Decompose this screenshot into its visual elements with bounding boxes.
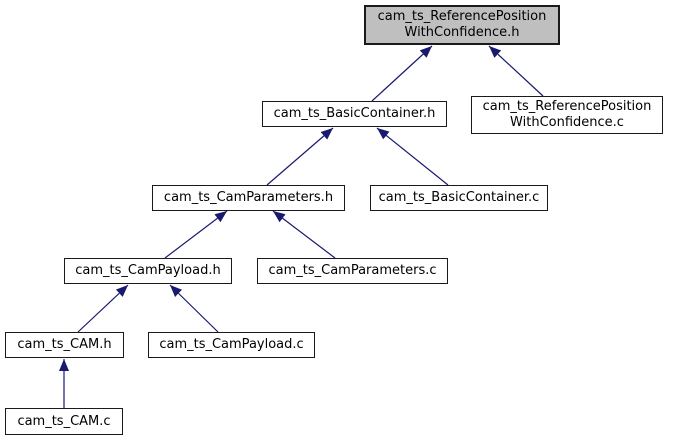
edges-group <box>59 45 544 408</box>
node-cam_ts_ReferencePositionWithConfidence-h: cam_ts_ReferencePosition WithConfidence.… <box>364 5 560 45</box>
node-cam_ts_BasicContainer-c[interactable]: cam_ts_BasicContainer.c <box>370 185 548 211</box>
node-cam_ts_BasicContainer-h[interactable]: cam_ts_BasicContainer.h <box>262 101 447 127</box>
edge-payload_h-to-params_h <box>164 210 228 259</box>
node-cam_ts_CamPayload-h[interactable]: cam_ts_CamPayload.h <box>64 258 232 284</box>
node-cam_ts_CAM-c[interactable]: cam_ts_CAM.c <box>5 408 123 435</box>
edge-params_c-to-params_h <box>272 210 336 259</box>
node-cam_ts_CamParameters-h[interactable]: cam_ts_CamParameters.h <box>152 185 345 211</box>
edge-basic_h-to-ref_h <box>371 45 433 102</box>
node-cam_ts_CAM-h[interactable]: cam_ts_CAM.h <box>5 332 124 358</box>
edge-basic_c-to-basic_h <box>376 127 449 186</box>
edge-payload_c-to-payload_h <box>169 284 219 333</box>
node-cam_ts_CamPayload-c[interactable]: cam_ts_CamPayload.c <box>148 332 315 358</box>
edge-cam_h-to-payload_h <box>77 284 129 333</box>
node-cam_ts_ReferencePositionWithConfidence-c[interactable]: cam_ts_ReferencePosition WithConfidence.… <box>471 96 663 134</box>
node-cam_ts_CamParameters-c[interactable]: cam_ts_CamParameters.c <box>257 258 448 284</box>
edge-ref_c-to-ref_h <box>488 45 544 97</box>
edge-params_h-to-basic_h <box>266 127 334 186</box>
